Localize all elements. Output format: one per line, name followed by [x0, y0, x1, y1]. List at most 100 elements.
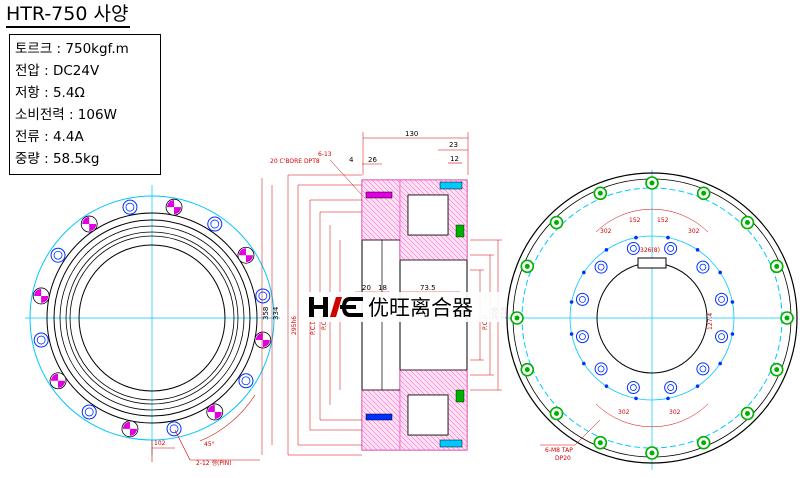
hatch-line	[361, 419, 393, 451]
tap-hole-icon	[575, 292, 589, 306]
tap-hole-inner-icon	[699, 263, 707, 271]
dim-cbore: 20 C'BORE DPT8	[270, 158, 320, 165]
hatch-line	[361, 219, 383, 241]
tap-hole-icon	[575, 330, 589, 344]
drive-tab-center-icon	[744, 410, 750, 416]
pin-hole-icon	[634, 235, 638, 240]
hatch-line	[396, 389, 401, 394]
hole-fill-icon	[58, 380, 66, 388]
drive-tab-center-icon	[701, 190, 707, 196]
dim-20: 20	[362, 284, 371, 292]
tap-hole-icon	[715, 292, 729, 306]
drive-tab-center-icon	[597, 440, 603, 446]
bolt-hole-inner-icon	[84, 407, 94, 417]
hatch-line	[361, 204, 398, 241]
hole-fill-icon	[262, 340, 270, 348]
bolt-hole-inner-icon	[36, 335, 46, 345]
dim-pcd-right: P.C.D	[482, 314, 489, 330]
drive-tab-center-icon	[774, 263, 780, 269]
tap-hole-inner-icon	[667, 245, 675, 252]
tap-hole-icon	[715, 330, 729, 344]
dim-18: 18	[378, 284, 387, 292]
drive-tab-center-icon	[701, 440, 707, 446]
pin-hole-icon	[695, 248, 700, 252]
hatch-line	[381, 389, 401, 409]
tap-hole-inner-icon	[718, 295, 725, 303]
hole-fill-icon	[238, 248, 246, 256]
hole-fill-icon	[82, 217, 90, 225]
page-title: HTR-750 사양	[6, 2, 131, 28]
pin-hole-icon	[718, 270, 722, 275]
tap-hole-icon	[664, 241, 678, 255]
hatch-line	[376, 179, 401, 204]
dim-23: 23	[449, 141, 458, 149]
pin-hole-icon	[582, 361, 586, 366]
tap-hole-inner-icon	[597, 263, 605, 271]
dim-12: 12	[450, 155, 459, 163]
hatch-line	[464, 179, 468, 183]
dim-4: 4	[349, 156, 354, 164]
bolt-hole-blue-icon	[207, 216, 223, 232]
spec-voltage: 전압 : DC24V	[15, 63, 100, 79]
bolt-hole-inner-icon	[210, 219, 220, 229]
tap-hole-icon	[594, 260, 608, 274]
hatch-line	[376, 389, 401, 414]
hatch-line	[459, 179, 468, 188]
hatch-line	[361, 229, 373, 241]
pin-hole-icon	[730, 332, 735, 336]
dim-pin: 2-12 쟁(PIN)	[196, 459, 232, 467]
hatch-line	[366, 389, 401, 424]
bolt-hole-inner-icon	[125, 202, 135, 212]
coil-window	[407, 194, 449, 236]
tap-hole-icon	[664, 381, 678, 395]
hatch-line	[399, 224, 436, 261]
hatch-line	[361, 184, 401, 224]
left-front-view: 102 45° 2-12 쟁(PIN)	[25, 185, 280, 467]
hatch-line	[444, 369, 468, 393]
hole-fill-icon	[89, 224, 97, 232]
hatch-line	[361, 424, 388, 451]
hatch-line	[361, 439, 373, 451]
dim-152-right: 152	[657, 217, 669, 224]
hatch-line	[399, 424, 426, 451]
pin-hole-icon	[634, 396, 638, 401]
hatch-line	[361, 209, 393, 241]
hatch-line	[454, 369, 468, 383]
hatch-line	[399, 249, 411, 261]
hole-fill-icon	[255, 333, 263, 341]
dim-102: 102	[154, 440, 166, 447]
drive-tab-center-icon	[514, 315, 520, 321]
tap-hole-icon	[696, 362, 710, 376]
pin-hole-icon	[582, 270, 586, 275]
coil-window	[407, 394, 449, 436]
hatch-line	[459, 369, 468, 378]
bolt-hole-blue-icon	[33, 332, 49, 348]
spec-power: 소비전력 : 106W	[15, 107, 117, 123]
bolt-hole-inner-icon	[258, 291, 268, 301]
hatch-line	[361, 234, 368, 241]
hatch-line	[361, 194, 401, 234]
hatch-line	[361, 214, 388, 241]
dim-130: 130	[405, 130, 418, 138]
tap-hole-icon	[626, 241, 640, 255]
spec-weight: 중량 : 58.5kg	[15, 151, 100, 167]
hatch-line	[391, 179, 401, 189]
tap-hole-inner-icon	[629, 384, 637, 391]
hatch-line	[381, 179, 401, 199]
hole-fill-icon	[129, 428, 137, 436]
hatch-line	[449, 369, 468, 388]
bolt-hole-blue-icon	[238, 373, 254, 389]
bolt-hole-inner-icon	[241, 376, 251, 386]
dim-127-4: 127.4	[707, 313, 714, 330]
dim-26: 26	[368, 156, 377, 164]
hatch-line	[399, 229, 431, 261]
hatch-line	[361, 414, 398, 451]
hole-fill-icon	[41, 295, 49, 303]
dim-6-13: 6-13	[318, 151, 332, 158]
dim-334: 334	[272, 306, 280, 320]
hole-fill-icon	[51, 373, 59, 381]
hatch-line	[391, 389, 401, 399]
dim-pcd-left-2: P.C.D	[321, 314, 328, 330]
pin-hole-icon	[604, 384, 609, 388]
